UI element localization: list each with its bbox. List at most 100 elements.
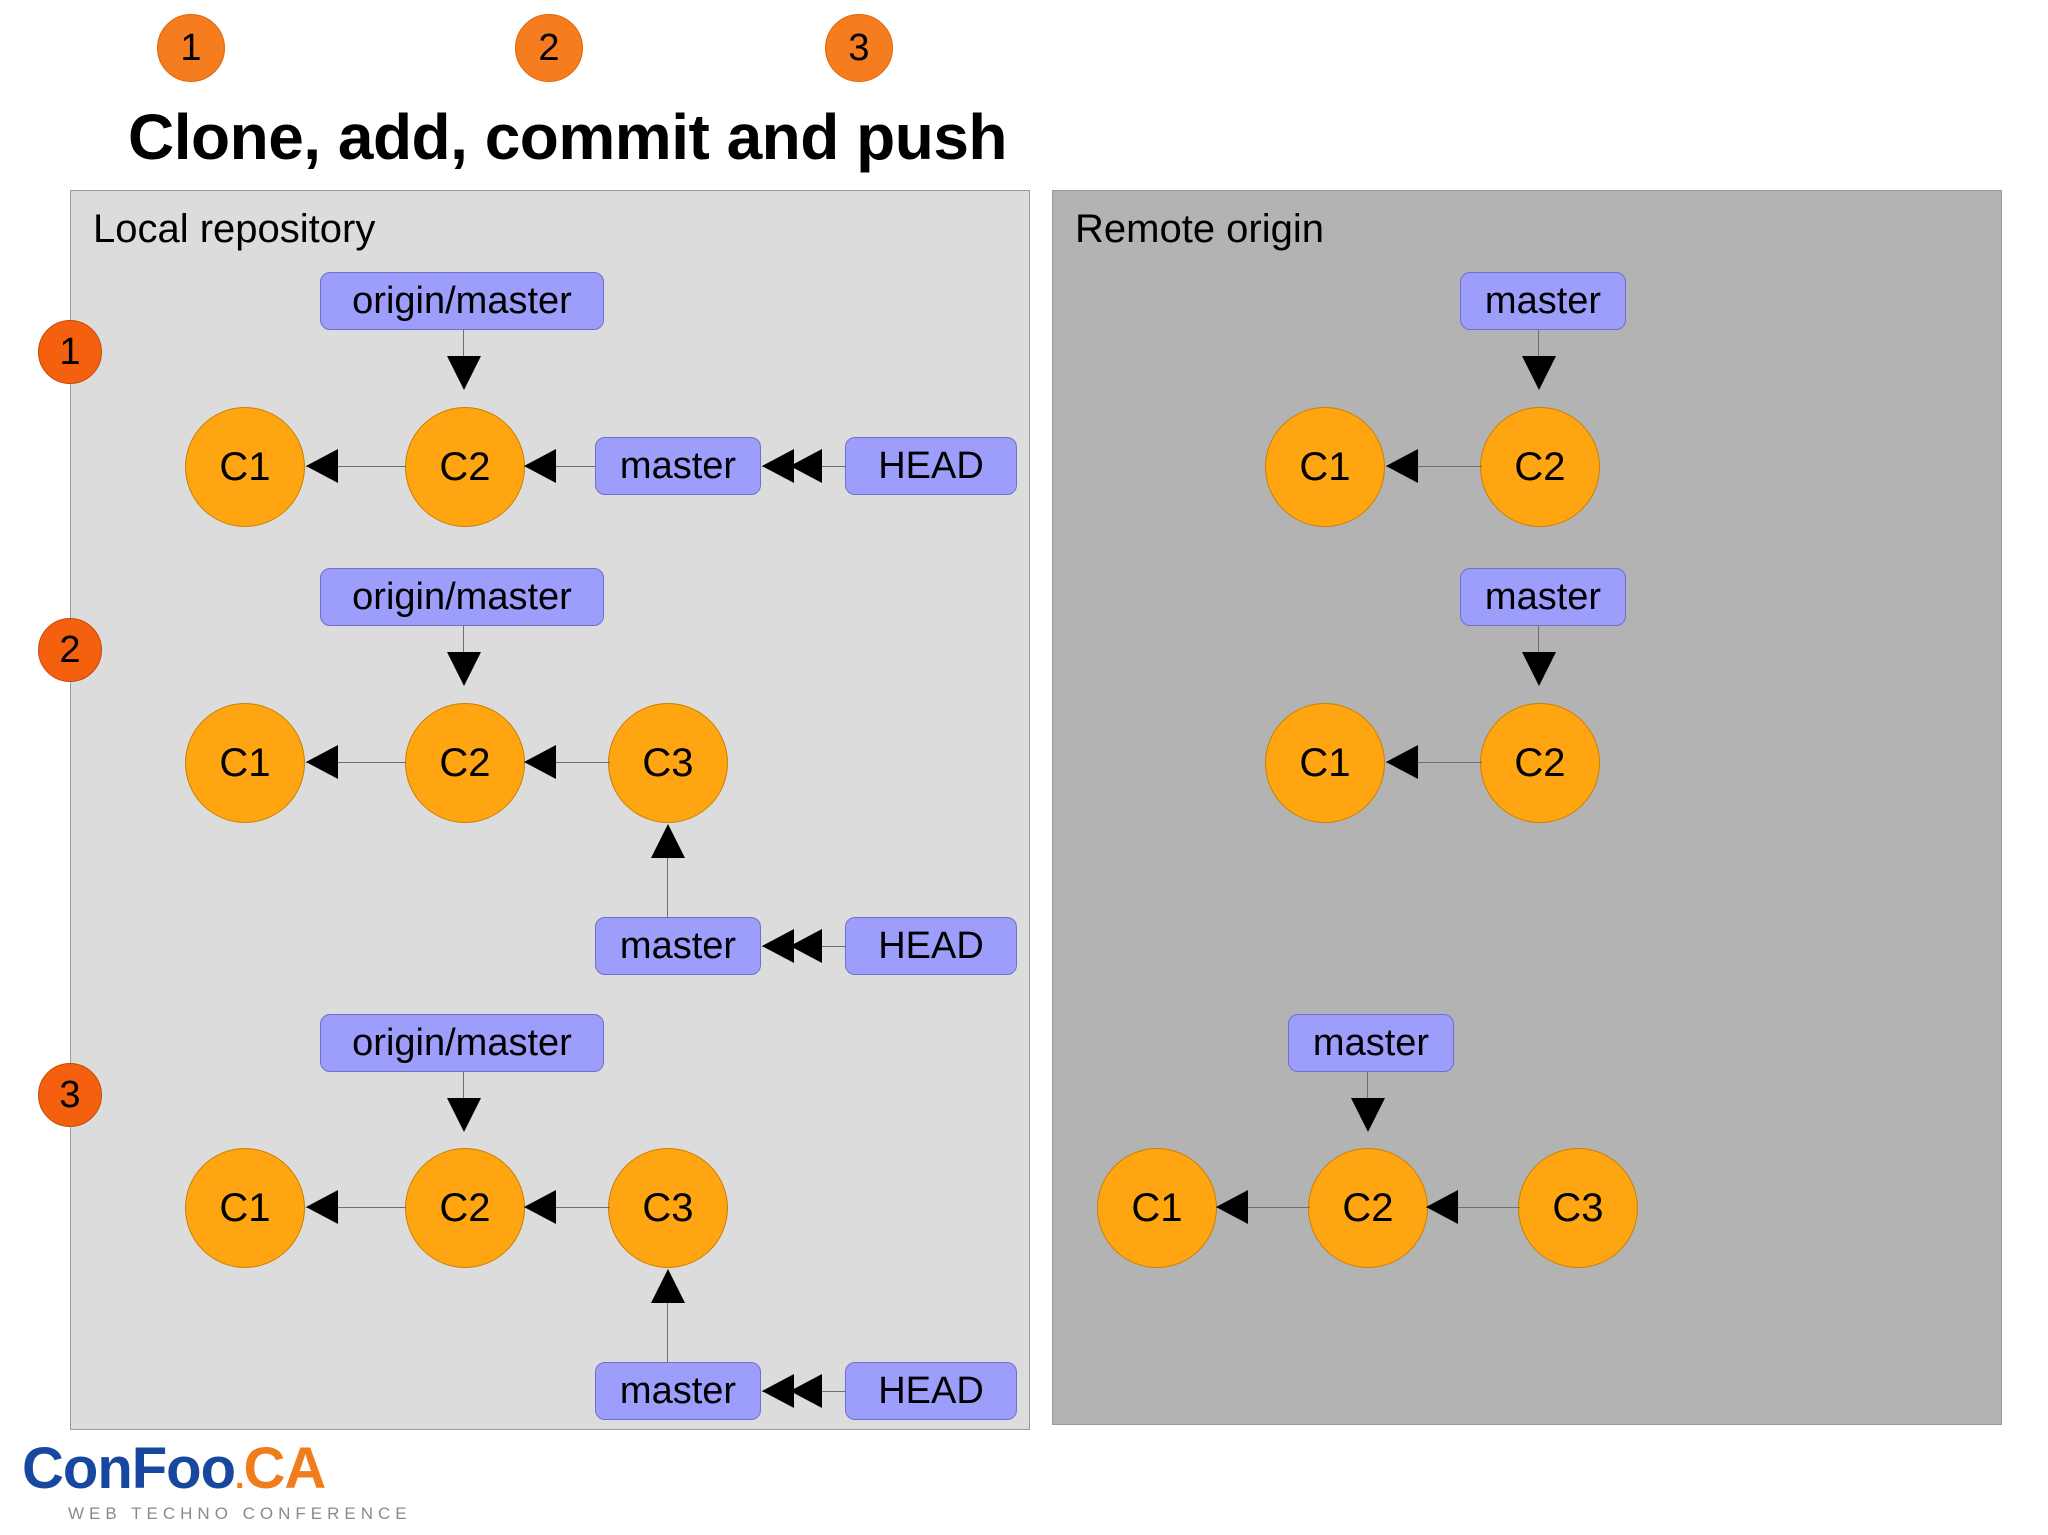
local-row-2-commit-c3-label: C3 xyxy=(642,741,694,785)
local-row-3-commit-c1: C1 xyxy=(185,1148,305,1268)
remote-row-3-commit-c3: C3 xyxy=(1518,1148,1638,1268)
remote-row-3-c2-to-c1-line xyxy=(1216,1207,1310,1208)
local-row-3-commit-c1-label: C1 xyxy=(219,1186,271,1230)
top-step-badge-1-label: 1 xyxy=(180,27,202,69)
remote-row-2-master-ref: master xyxy=(1460,568,1626,626)
remote-row-1-commit-c1: C1 xyxy=(1265,407,1385,527)
local-row-3-origin-master-label: origin/master xyxy=(352,1021,572,1064)
local-row-1-commit-c2-label: C2 xyxy=(439,445,491,489)
local-row-3-commit-c2: C2 xyxy=(405,1148,525,1268)
local-row-3-c2-to-c1-line xyxy=(306,1207,406,1208)
local-row-1-origin-master-label: origin/master xyxy=(352,279,572,322)
confoo-logo-dot: . xyxy=(235,1458,245,1496)
local-row-3-commit-c3: C3 xyxy=(608,1148,728,1268)
remote-row-2-commit-c1-label: C1 xyxy=(1299,741,1351,785)
local-row-1-c2-to-c1-line xyxy=(306,466,406,467)
local-row-2-head-to-master-arrowhead-inner xyxy=(762,929,794,963)
local-row-2-head-ref: HEAD xyxy=(845,917,1017,975)
local-row-3-master-to-c3-arrowhead xyxy=(651,1269,685,1303)
remote-row-1-commit-c2: C2 xyxy=(1480,407,1600,527)
local-row-3-commit-c3-label: C3 xyxy=(642,1186,694,1230)
local-row-2-originmaster-arrowhead xyxy=(447,652,481,686)
local-row-2-c3-to-c2-line xyxy=(524,762,610,763)
remote-row-3-commit-c3-label: C3 xyxy=(1552,1186,1604,1230)
local-row-3-origin-master-ref: origin/master xyxy=(320,1014,604,1072)
local-row-3-originmaster-stem xyxy=(463,1072,464,1104)
local-row-2-commit-c2-label: C2 xyxy=(439,741,491,785)
local-row-2-c2-to-c1-line xyxy=(306,762,406,763)
local-row-3-head-ref: HEAD xyxy=(845,1362,1017,1420)
page-title: Clone, add, commit and push xyxy=(128,101,1008,173)
local-row-2-commit-c2: C2 xyxy=(405,703,525,823)
remote-row-2-commit-c1: C1 xyxy=(1265,703,1385,823)
local-row-3-step-badge: 3 xyxy=(38,1063,102,1127)
remote-row-3-commit-c1: C1 xyxy=(1097,1148,1217,1268)
remote-row-3-master-ref: master xyxy=(1288,1014,1454,1072)
local-row-2-head-label: HEAD xyxy=(878,924,984,967)
remote-row-1-master-ref: master xyxy=(1460,272,1626,330)
remote-row-2-c2-to-c1-line xyxy=(1386,762,1482,763)
remote-row-3-master-label: master xyxy=(1312,1021,1430,1064)
local-row-1-originmaster-stem xyxy=(463,330,464,362)
remote-row-3-master-stem xyxy=(1367,1072,1368,1104)
local-row-1-head-ref: HEAD xyxy=(845,437,1017,495)
top-step-badge-2-label: 2 xyxy=(538,27,560,69)
local-row-1-step-badge: 1 xyxy=(38,320,102,384)
local-row-2-originmaster-stem xyxy=(463,626,464,658)
local-row-2-master-ref: master xyxy=(595,917,761,975)
local-row-1-origin-master-ref: origin/master xyxy=(320,272,604,330)
local-row-2-c2-to-c1-arrowhead xyxy=(306,745,338,779)
local-row-2-commit-c1-label: C1 xyxy=(219,741,271,785)
remote-origin-title: Remote origin xyxy=(1075,207,1325,251)
remote-row-1-commit-c2-label: C2 xyxy=(1514,445,1566,489)
confoo-logo-con-text: ConFoo xyxy=(22,1436,236,1501)
local-row-1-head-label: HEAD xyxy=(878,444,984,487)
local-repository-title: Local repository xyxy=(93,207,376,251)
remote-row-2-commit-c2-label: C2 xyxy=(1514,741,1566,785)
top-step-badge-2: 2 xyxy=(515,14,583,82)
remote-row-1-commit-c1-label: C1 xyxy=(1299,445,1351,489)
local-row-2-commit-c3: C3 xyxy=(608,703,728,823)
local-row-1-originmaster-arrowhead xyxy=(447,356,481,390)
remote-row-2-master-arrowhead xyxy=(1522,652,1556,686)
local-row-1-commit-c2: C2 xyxy=(405,407,525,527)
top-step-badge-1: 1 xyxy=(157,14,225,82)
remote-row-3-c2-to-c1-arrowhead xyxy=(1216,1190,1248,1224)
local-row-3-c3-to-c2-arrowhead xyxy=(524,1190,556,1224)
local-row-3-head-to-master-arrowhead-inner xyxy=(762,1374,794,1408)
confoo-logo-subtitle: WEB TECHNO CONFERENCE xyxy=(68,1504,412,1523)
remote-row-3-c3-to-c2-arrowhead xyxy=(1426,1190,1458,1224)
top-step-badge-3-label: 3 xyxy=(848,27,870,69)
local-row-2-master-label: master xyxy=(619,924,737,967)
local-row-1-commit-c1: C1 xyxy=(185,407,305,527)
remote-row-2-master-stem xyxy=(1538,626,1539,658)
local-row-1-head-to-master-arrowhead-inner xyxy=(762,449,794,483)
local-row-1-head-to-master-arrowhead-outer xyxy=(790,449,822,483)
local-row-2-origin-master-label: origin/master xyxy=(352,575,572,618)
local-row-2-c3-to-c2-arrowhead xyxy=(524,745,556,779)
local-row-3-master-ref: master xyxy=(595,1362,761,1420)
local-row-2-master-to-c3-line xyxy=(667,858,668,918)
local-row-3-c2-to-c1-arrowhead xyxy=(306,1190,338,1224)
local-row-1-commit-c1-label: C1 xyxy=(219,445,271,489)
local-row-3-c3-to-c2-line xyxy=(524,1207,610,1208)
local-row-1-step-label: 1 xyxy=(59,331,81,373)
remote-row-1-master-label: master xyxy=(1484,279,1602,322)
local-row-3-master-label: master xyxy=(619,1369,737,1412)
local-row-1-master-to-c2-line xyxy=(524,466,596,467)
local-row-1-c2-to-c1-arrowhead xyxy=(306,449,338,483)
top-step-badge-3: 3 xyxy=(825,14,893,82)
remote-row-2-commit-c2: C2 xyxy=(1480,703,1600,823)
remote-row-3-commit-c2: C2 xyxy=(1308,1148,1428,1268)
confoo-logo-ca-text: CA xyxy=(243,1436,326,1501)
remote-row-3-commit-c2-label: C2 xyxy=(1342,1186,1394,1230)
remote-row-1-c2-to-c1-line xyxy=(1386,466,1482,467)
remote-row-1-c2-to-c1-arrowhead xyxy=(1386,449,1418,483)
local-row-3-master-to-c3-line xyxy=(667,1303,668,1363)
remote-row-3-commit-c1-label: C1 xyxy=(1131,1186,1183,1230)
remote-row-1-master-stem xyxy=(1538,330,1539,362)
local-row-2-commit-c1: C1 xyxy=(185,703,305,823)
local-row-1-master-ref: master xyxy=(595,437,761,495)
remote-row-1-master-arrowhead xyxy=(1522,356,1556,390)
